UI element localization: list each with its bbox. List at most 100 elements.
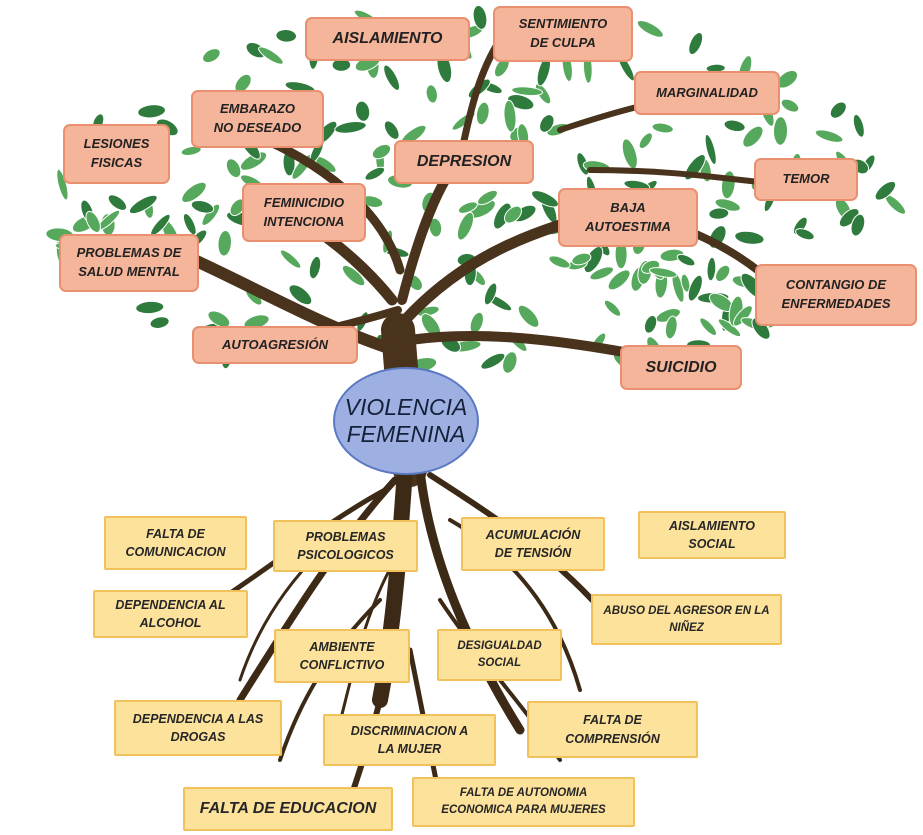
effect-autoagresion: AUTOAGRESIÓN: [192, 326, 358, 364]
leaf: [648, 267, 678, 278]
leaf: [708, 207, 730, 220]
leaf: [699, 317, 718, 336]
cause-problemas-psicologicos: PROBLEMAS PSICOLOGICOS: [273, 520, 418, 572]
leaf: [772, 116, 789, 146]
leaf: [850, 213, 866, 237]
branch-left-low: [184, 252, 401, 356]
leaf: [687, 274, 703, 302]
leaf: [589, 266, 615, 281]
leaf: [383, 64, 401, 91]
cause-label-line1: ACUMULACIÓN: [485, 527, 581, 542]
leaf: [181, 181, 207, 204]
central-label: VIOLENCIA FEMENINA: [345, 394, 468, 448]
leaf: [472, 4, 488, 30]
leaf: [480, 352, 506, 370]
leaf: [636, 20, 664, 38]
cause-label-line1: FALTA DE: [146, 526, 205, 541]
cause-aislamiento-social: AISLAMIENTO SOCIAL: [638, 511, 786, 559]
leaf: [279, 249, 302, 269]
cause-label-line1: AMBIENTE: [309, 639, 375, 654]
cause-dependencia-al-alcohol: DEPENDENCIA AL ALCOHOL: [93, 590, 248, 638]
leaf: [706, 256, 717, 282]
cause-falta-de-comunicacion: FALTA DE COMUNICACION: [104, 516, 247, 570]
leaf: [874, 180, 897, 201]
cause-label-line2: NIÑEZ: [669, 621, 704, 634]
effect-label-line1: PROBLEMAS DE: [76, 245, 182, 261]
leaf: [680, 273, 691, 293]
leaf: [225, 158, 242, 179]
leaf: [56, 168, 69, 201]
effect-label-line1: BAJA: [610, 199, 646, 215]
leaf: [207, 310, 231, 328]
leaf: [534, 83, 552, 105]
leaf: [137, 104, 166, 119]
effect-label-line1: SENTIMIENTO: [518, 16, 608, 32]
cause-discriminacion-a-la-mujer: DISCRIMINACION A LA MUJER: [323, 714, 496, 766]
central-node: VIOLENCIA FEMENINA: [333, 367, 479, 475]
effect-label-line2: FISICAS: [90, 155, 143, 170]
leaf: [334, 121, 367, 134]
effect-marginalidad: MARGINALIDAD: [634, 71, 780, 115]
effect-label-line1: CONTANGIO DE: [785, 277, 887, 293]
effect-label-line2: AUTOESTIMA: [585, 218, 671, 234]
effect-temor-label: TEMOR: [782, 171, 830, 187]
leaf: [548, 255, 571, 269]
cause-label-line2: DE TENSIÓN: [494, 546, 572, 560]
cause-label-line1: PROBLEMAS: [305, 529, 386, 544]
leaf: [107, 194, 128, 211]
leaf: [341, 264, 366, 287]
effect-depresion: DEPRESION: [394, 140, 534, 184]
leaf: [217, 230, 232, 257]
effect-suicidio: SUICIDIO: [620, 345, 742, 390]
leaf: [475, 101, 490, 126]
leaf: [720, 170, 736, 200]
leaf: [149, 316, 170, 329]
cause-falta-de-comprension: FALTA DE COMPRENSIÓN: [527, 701, 698, 758]
effect-contagio-enfermedades: CONTANGIO DE ENFERMEDADES: [755, 264, 917, 326]
cause-desigualdad-social: DESIGUALDAD SOCIAL: [437, 629, 562, 681]
effect-label-line2: INTENCIONA: [263, 213, 345, 229]
leaf: [715, 264, 731, 283]
leaf: [517, 304, 540, 328]
effect-marginalidad-label: MARGINALIDAD: [656, 84, 758, 100]
central-label-line2: FEMENINA: [346, 421, 466, 447]
cause-label-line1: DESIGUALDAD: [457, 640, 542, 653]
leaf: [651, 122, 674, 134]
cause-label-line1: FALTA DE AUTONOMIA: [459, 787, 588, 800]
leaf: [852, 113, 865, 138]
leaf: [503, 99, 517, 133]
effect-depresion-label: DEPRESION: [416, 153, 512, 171]
effect-autoagresion-label: AUTOAGRESIÓN: [222, 336, 328, 352]
cause-dependencia-a-las-drogas: DEPENDENCIA A LAS DROGAS: [114, 700, 282, 756]
cause-label-line2: ECONOMICA PARA MUJERES: [441, 804, 606, 816]
leaf: [603, 299, 622, 317]
leaf: [180, 145, 202, 156]
leaf: [704, 133, 717, 166]
effect-feminicidio-intenciona: FEMINICIDIO INTENCIONA: [242, 183, 366, 242]
leaf: [190, 199, 215, 214]
leaf: [364, 166, 386, 181]
leaf: [734, 230, 765, 245]
effect-problemas-salud-mental: PROBLEMAS DE SALUD MENTAL: [59, 234, 199, 292]
cause-label-line2: LA MUJER: [377, 742, 442, 756]
leaf: [502, 351, 518, 374]
effect-aislamiento: AISLAMIENTO: [305, 17, 470, 61]
leaf: [638, 132, 653, 150]
leaf: [354, 100, 371, 122]
leaf: [202, 48, 221, 64]
leaf: [503, 205, 523, 224]
effect-label-line2: SALUD MENTAL: [78, 264, 180, 279]
leaf: [275, 28, 297, 43]
leaf: [308, 255, 322, 280]
cause-label-line1: DEPENDENCIA AL: [115, 597, 226, 612]
leaf: [723, 119, 746, 133]
leaf: [814, 129, 844, 143]
cause-falta-de-autonomia-economica: FALTA DE AUTONOMIA ECONOMICA PARA MUJERE…: [412, 777, 635, 827]
leaf: [477, 189, 498, 206]
cause-label-line1: ABUSO DEL AGRESOR EN LA: [603, 604, 770, 617]
central-label-line1: VIOLENCIA: [344, 393, 468, 420]
leaf: [135, 300, 165, 315]
leaf: [483, 282, 498, 306]
cause-falta-de-educacion-label: FALTA DE EDUCACION: [199, 800, 377, 818]
effect-temor: TEMOR: [754, 158, 858, 201]
